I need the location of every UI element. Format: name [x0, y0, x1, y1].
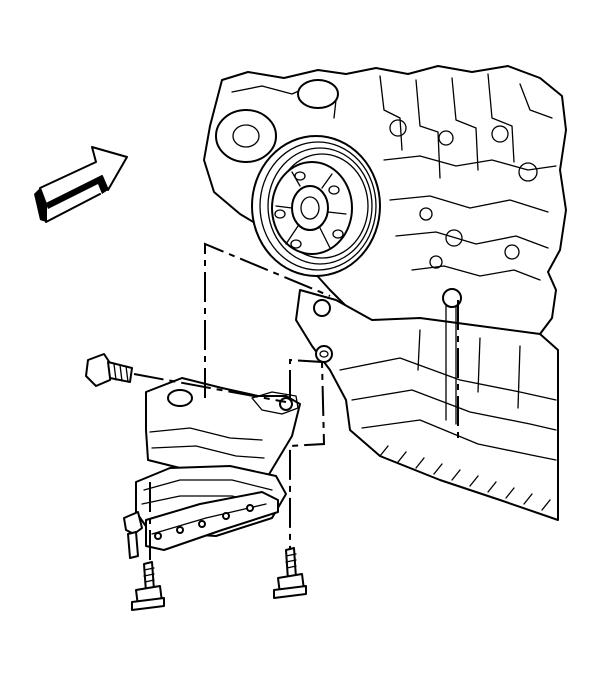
- engine-block: [203, 65, 567, 341]
- arrow-right-icon: [34, 146, 128, 223]
- mount-bolt-right: [273, 547, 307, 599]
- leader-lines: [133, 242, 459, 560]
- engine-mount: [123, 377, 301, 559]
- leader-line-bolt: [133, 373, 287, 403]
- crankshaft-pulley: [251, 135, 381, 277]
- leader-line-right: [289, 358, 326, 550]
- mount-bolt-left: [131, 561, 165, 611]
- leader-line-top: [204, 242, 331, 398]
- oil-pan: [295, 288, 559, 521]
- mount-through-bolt: [85, 353, 133, 387]
